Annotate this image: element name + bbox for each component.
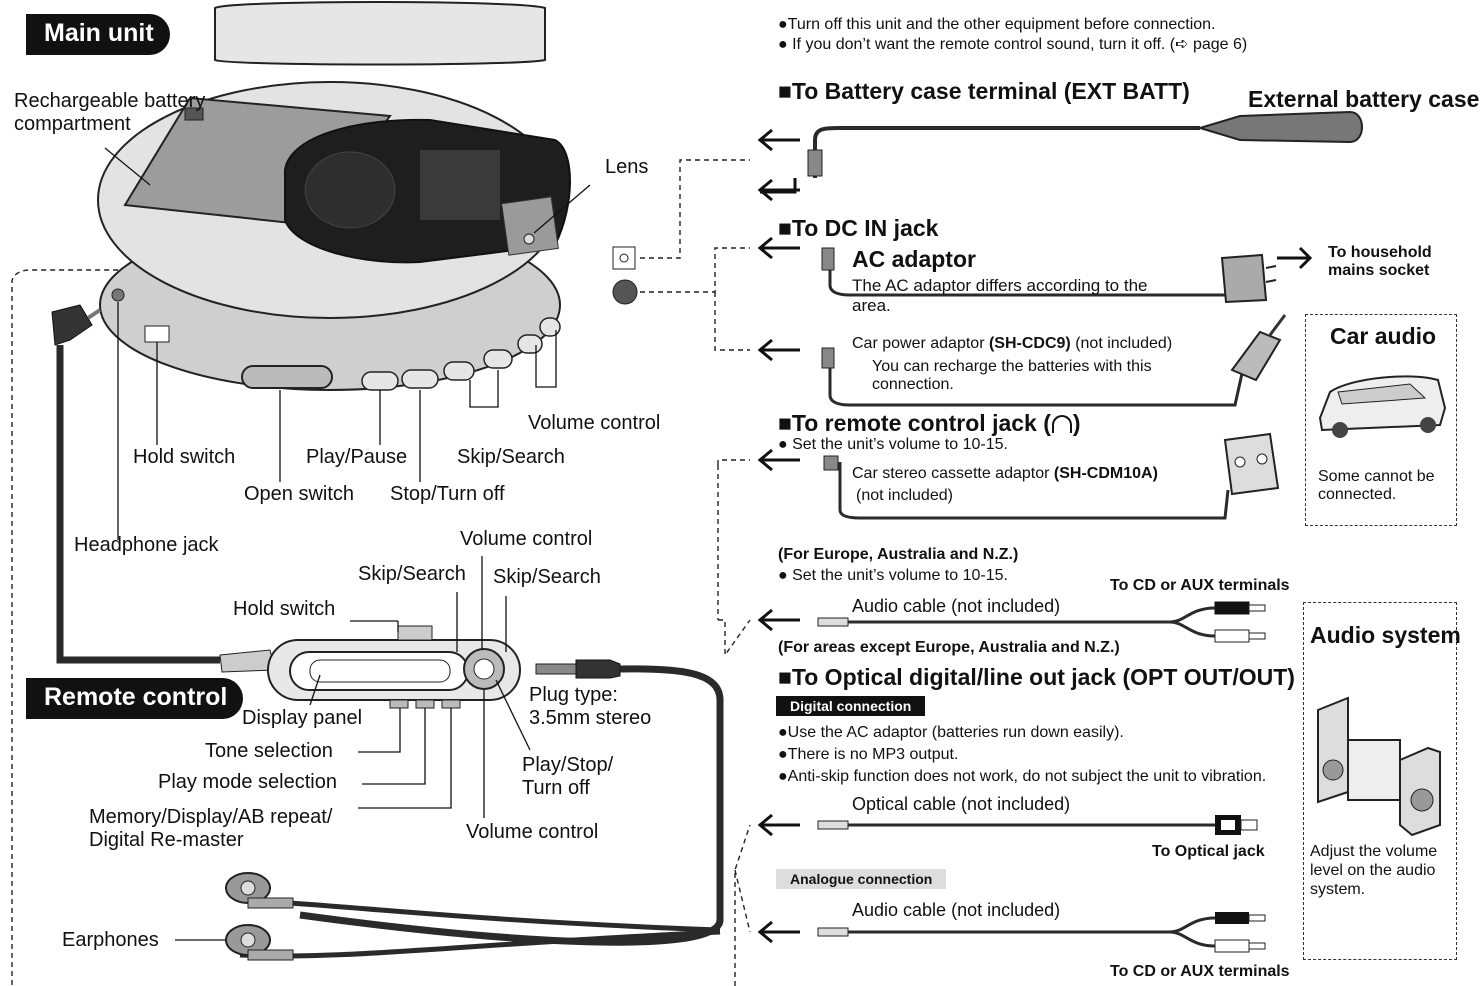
label-volume-control-remote-top: Volume control <box>460 528 593 550</box>
car-audio-box <box>1305 314 1457 526</box>
car-power-adaptor-model: (SH-CDC9) <box>988 335 1071 352</box>
label-stop-turn-off: Stop/Turn off <box>390 483 505 505</box>
note-turn-off: ●Turn off this unit and the other equipm… <box>778 16 1216 33</box>
audio-system-illustration <box>1317 696 1441 837</box>
for-europe-label: (For Europe, Australia and N.Z.) <box>778 546 1019 563</box>
remote-control-illustration <box>219 625 724 946</box>
audio-system-title: Audio system <box>1310 622 1461 648</box>
heading-remote-jack: ■To remote control jack () <box>778 410 1081 436</box>
label-earphones: Earphones <box>62 929 159 951</box>
label-hold-switch-main: Hold switch <box>133 446 236 468</box>
heading-dc-in: ■To DC IN jack <box>778 215 939 241</box>
label-plug-type: Plug type: 3.5mm stereo <box>529 684 652 729</box>
label-external-battery-case: External battery case <box>1248 86 1480 112</box>
label-volume-control-main: Volume control <box>528 412 661 434</box>
digital-connection-tag: Digital connection <box>776 696 926 716</box>
label-ac-adaptor: AC adaptor <box>852 246 976 272</box>
label-skip-search-main: Skip/Search <box>457 446 565 468</box>
ac-adaptor-cable <box>821 247 1277 304</box>
battery-case-cable <box>760 110 1363 194</box>
cassette-adaptor-cable <box>823 432 1280 520</box>
note-remote-sound: ● If you don’t want the remote control s… <box>778 36 1248 53</box>
audio-system-box <box>1303 602 1457 960</box>
label-tone-selection: Tone selection <box>205 740 333 762</box>
cassette-not-included: (not included) <box>856 487 953 504</box>
heading-remote-jack-close: ) <box>1072 410 1081 436</box>
label-volume-control-remote-bottom: Volume control <box>466 821 599 843</box>
volume-note-europe: ● Set the unit’s volume to 10-15. <box>778 567 1008 584</box>
car-power-adaptor-name: Car power adaptor <box>852 335 985 352</box>
audio-system-note: Adjust the volume level on the audio sys… <box>1310 843 1438 899</box>
earphones-illustration <box>225 872 721 961</box>
car-illustration <box>1318 375 1447 438</box>
label-rechargeable-battery-compartment: Rechargeable battery compartment <box>14 90 206 135</box>
digital-note-2: ●There is no MP3 output. <box>778 746 959 763</box>
car-power-not-included: (not included) <box>1075 335 1173 352</box>
label-audio-cable-2: Audio cable (not included) <box>852 900 1061 920</box>
label-lens: Lens <box>605 156 649 178</box>
main-unit-title: Main unit <box>26 14 170 55</box>
headphone-cable <box>51 304 220 664</box>
rca-cable-2 <box>817 912 1266 953</box>
label-headphone-jack: Headphone jack <box>74 534 219 556</box>
heading-remote-jack-text: ■To remote control jack ( <box>778 410 1051 436</box>
label-hold-switch-remote: Hold switch <box>233 598 336 620</box>
cassette-adaptor-model: (SH-CDM10A) <box>1053 465 1158 482</box>
label-optical-cable: Optical cable (not included) <box>852 794 1071 814</box>
car-power-cable <box>821 314 1287 407</box>
label-play-stop-turn-off: Play/Stop/ Turn off <box>522 754 614 799</box>
remote-control-title: Remote control <box>26 678 244 719</box>
label-display-panel: Display panel <box>242 707 363 729</box>
label-cassette-adaptor-line: Car stereo cassette adaptor (SH-CDM10A) <box>852 465 1158 483</box>
ac-adaptor-description: The AC adaptor differs according to the … <box>852 276 1148 315</box>
headphone-icon <box>1051 415 1072 433</box>
car-audio-title: Car audio <box>1330 323 1437 349</box>
heading-optical: ■To Optical digital/line out jack (OPT O… <box>778 664 1295 690</box>
label-to-cd-aux-top: To CD or AUX terminals <box>1110 577 1290 594</box>
label-to-household-mains: To household mains socket <box>1328 244 1432 280</box>
for-areas-except-label: (For areas except Europe, Australia and … <box>778 639 1120 656</box>
label-skip-search-remote-left: Skip/Search <box>358 563 466 585</box>
jack-icons <box>612 246 638 305</box>
cassette-adaptor-name: Car stereo cassette adaptor <box>852 465 1050 482</box>
car-audio-note: Some cannot be connected. <box>1318 468 1435 504</box>
label-skip-search-remote-right: Skip/Search <box>493 566 601 588</box>
label-to-optical-jack: To Optical jack <box>1152 843 1265 860</box>
cd-player-lid <box>214 1 546 66</box>
recharge-note: You can recharge the batteries with this… <box>872 358 1152 394</box>
rca-cable-1 <box>817 601 1266 643</box>
analogue-connection-tag: Analogue connection <box>776 869 947 889</box>
label-play-mode-selection: Play mode selection <box>158 771 337 793</box>
label-to-cd-aux-bottom: To CD or AUX terminals <box>1110 963 1290 980</box>
digital-note-3: ●Anti-skip function does not work, do no… <box>778 768 1267 785</box>
volume-note-remote: ● Set the unit’s volume to 10-15. <box>778 436 1008 453</box>
label-car-power-adaptor-line: Car power adaptor (SH-CDC9) (not include… <box>852 335 1172 353</box>
label-play-pause: Play/Pause <box>306 446 408 468</box>
heading-battery-case: ■To Battery case terminal (EXT BATT) <box>778 78 1190 104</box>
label-audio-cable-1: Audio cable (not included) <box>852 596 1061 616</box>
digital-note-1: ●Use the AC adaptor (batteries run down … <box>778 724 1124 741</box>
label-open-switch: Open switch <box>244 483 355 505</box>
label-memory-display: Memory/Display/AB repeat/ Digital Re-mas… <box>89 806 333 851</box>
optical-cable <box>817 815 1258 835</box>
cd-player-body <box>97 81 591 391</box>
